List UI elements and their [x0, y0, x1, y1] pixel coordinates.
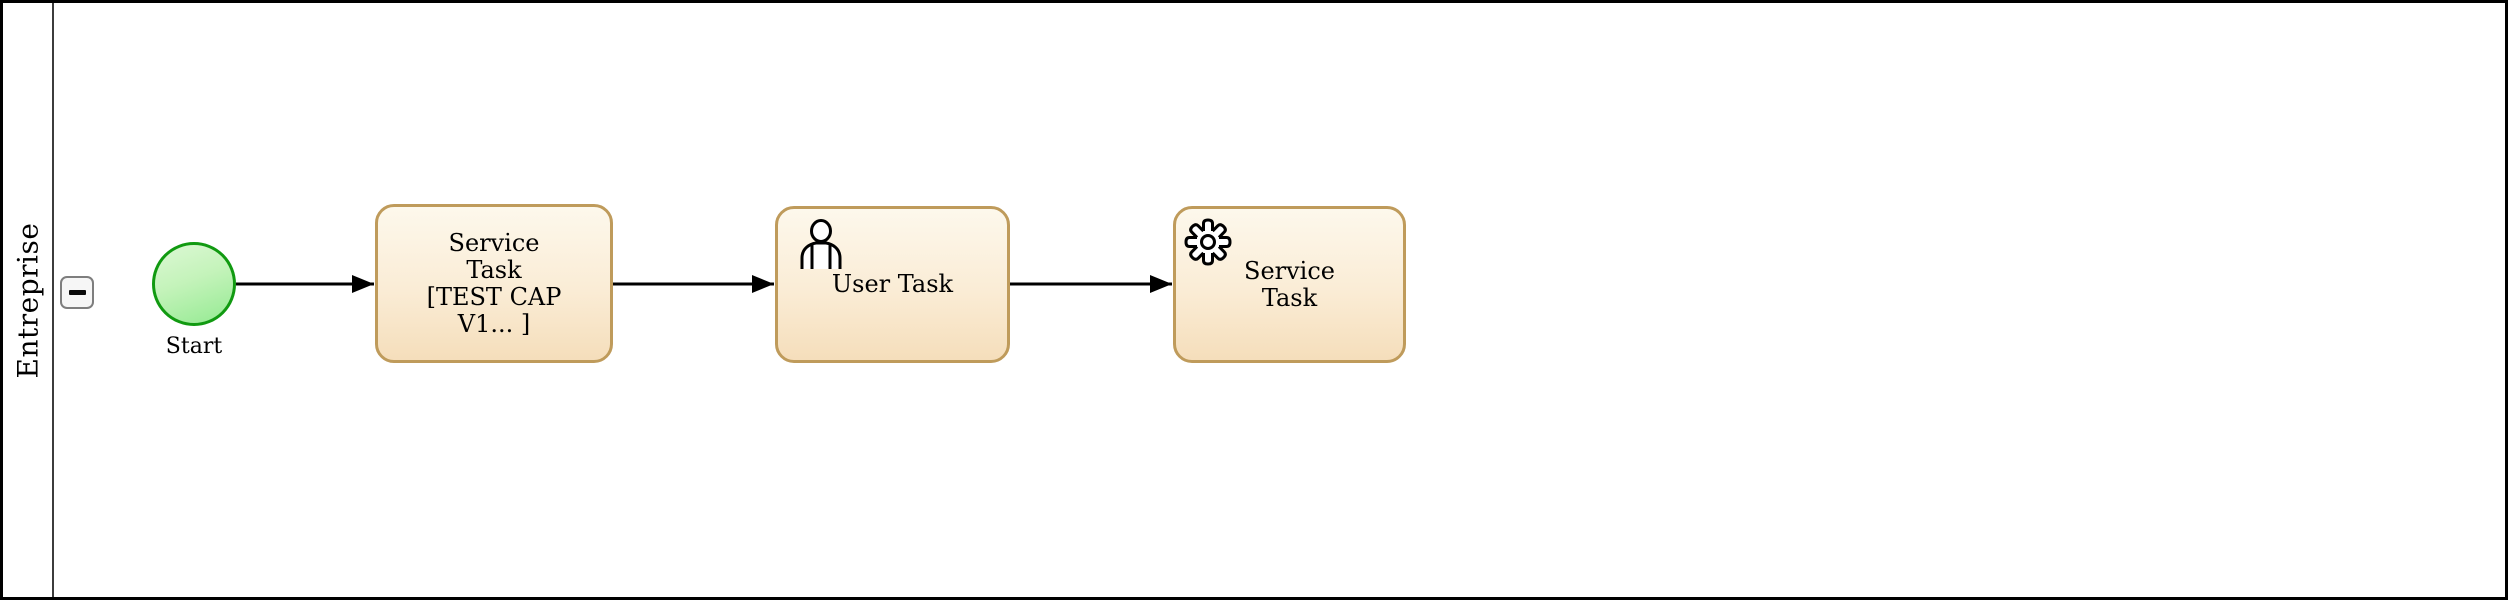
start-event[interactable]: [152, 242, 236, 326]
task-label-line: Service: [448, 228, 540, 257]
task-label-line: Service: [1244, 256, 1335, 285]
sequence-flows: [236, 275, 1172, 293]
task-label-line: V1... ]: [457, 309, 531, 338]
task-label-line: Task: [466, 255, 522, 284]
start-event-label: Start: [165, 334, 223, 359]
task-user[interactable]: User Task: [775, 206, 1010, 363]
task-service-1-label: Service Task [TEST CAP V1... ]: [426, 228, 562, 338]
task-service-2[interactable]: Service Task: [1173, 206, 1406, 363]
pool-collapse-button[interactable]: [60, 276, 94, 309]
task-user-label: User Task: [832, 271, 953, 298]
task-service-2-label: Service Task: [1244, 256, 1335, 312]
user-icon: [800, 219, 842, 269]
gear-icon: [1184, 218, 1232, 266]
task-label-line: User Task: [831, 270, 954, 298]
task-service-1[interactable]: Service Task [TEST CAP V1... ]: [375, 204, 613, 363]
task-label-line: [TEST CAP: [426, 282, 562, 311]
minus-icon: [68, 290, 86, 295]
pool-divider: [52, 3, 54, 597]
task-label-line: Task: [1261, 283, 1318, 312]
